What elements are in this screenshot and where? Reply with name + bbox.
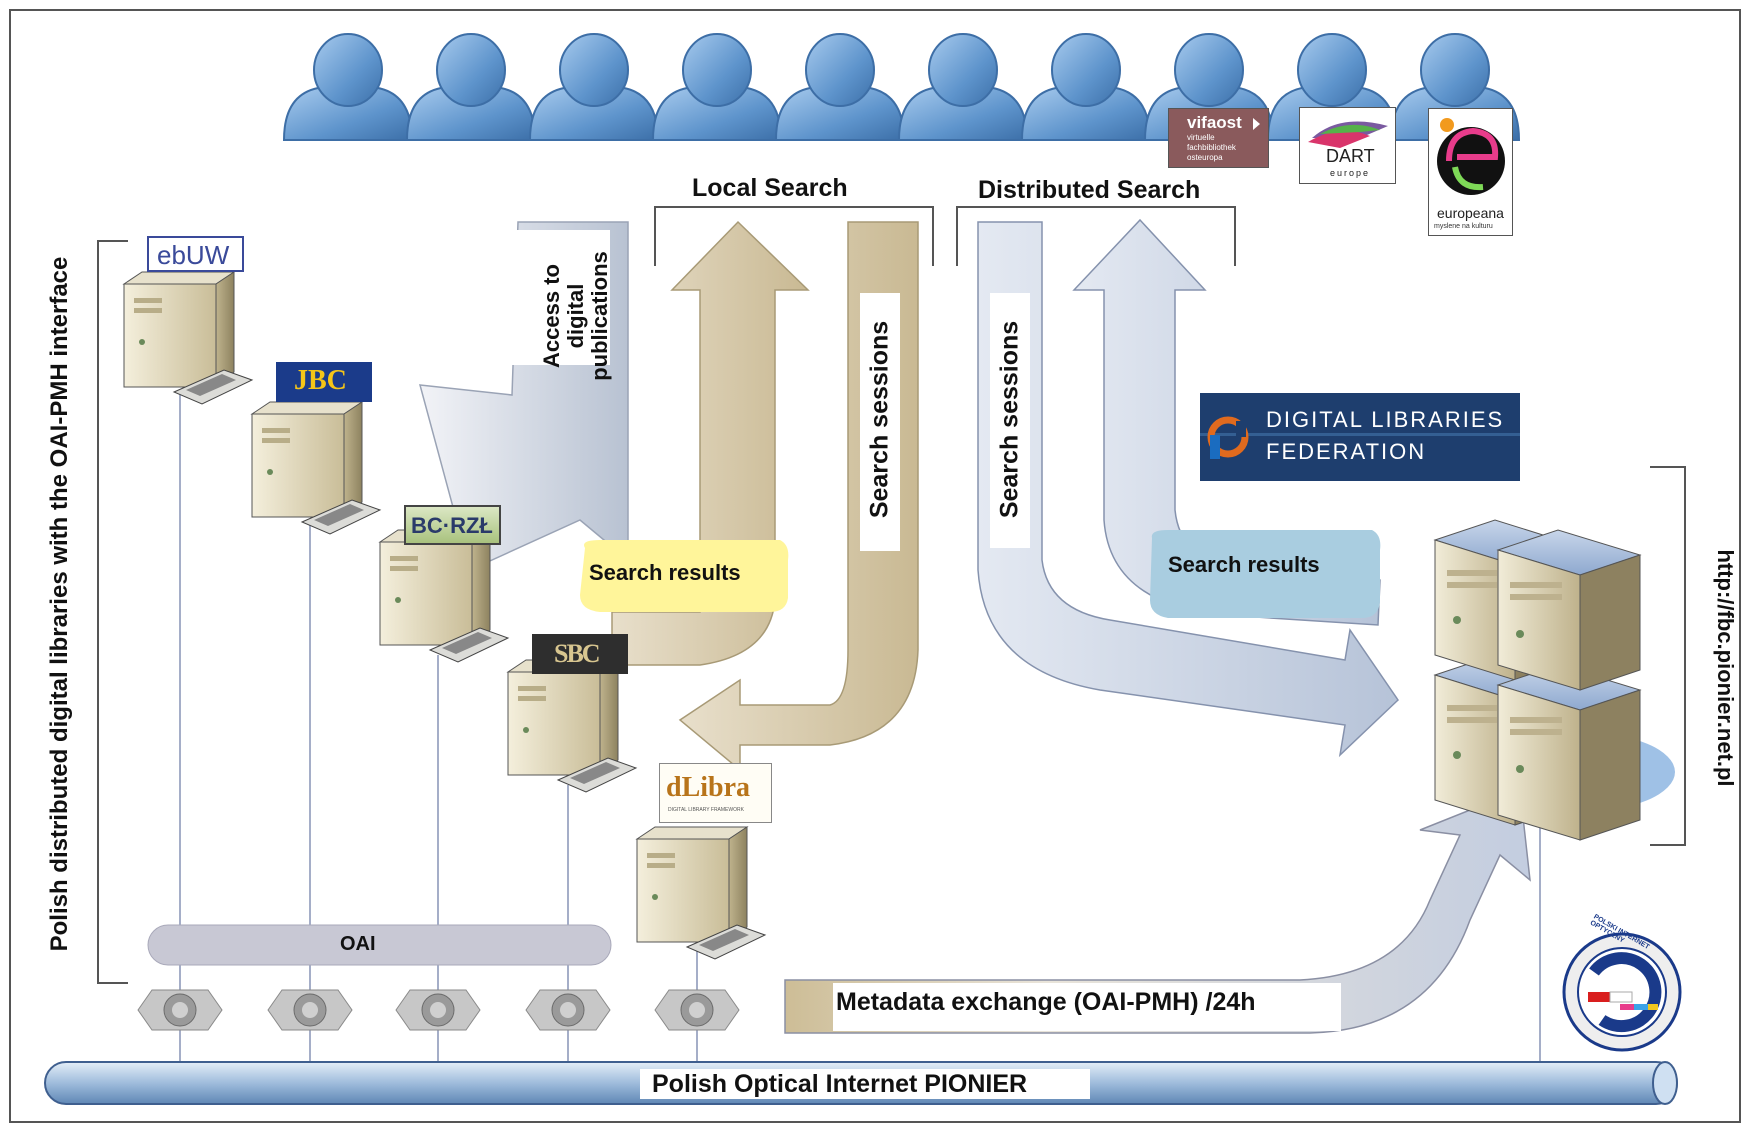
user-icon	[897, 33, 1029, 141]
dlf-line-1: DIGITAL LIBRARIES	[1266, 407, 1505, 432]
bcrzl-logo: BC·RZŁ	[404, 505, 501, 545]
router-icon	[267, 989, 353, 1031]
europeana-logo: europeana myslene na kulturu	[1428, 108, 1513, 236]
metadata-label-box	[833, 983, 1341, 1031]
dart-europe-logo: DART europe	[1299, 107, 1396, 184]
europeana-logo-subtitle: myslene na kulturu	[1434, 223, 1493, 230]
metadata-exchange-label: Metadata exchange (OAI-PMH) /24h	[836, 988, 1256, 1016]
dlf-line-2: FEDERATION	[1266, 439, 1427, 464]
ebuw-logo: ebUW	[147, 236, 244, 272]
server-icon	[122, 271, 254, 405]
access-line-3: publications	[587, 251, 612, 381]
sbc-logo-text: SBC	[554, 639, 601, 668]
ebuw-logo-text: ebUW	[157, 240, 230, 270]
jbc-logo-text: JBC	[294, 365, 347, 396]
vifaost-logo-text: vifaost	[1187, 113, 1242, 132]
router-icon	[395, 989, 481, 1031]
user-icon	[1020, 33, 1152, 141]
user-icon	[774, 33, 906, 141]
server-icon	[250, 401, 382, 535]
user-icon	[651, 33, 783, 141]
left-vertical-label: Polish distributed digital libraries wit…	[46, 256, 73, 952]
access-line-2: digital	[563, 283, 588, 349]
pionier-label: Polish Optical Internet PIONIER	[652, 1070, 1028, 1098]
server-icon	[378, 529, 510, 663]
access-label-box	[510, 230, 610, 365]
vifaost-logo: vifaost virtuelle fachbibliothek osteuro…	[1168, 108, 1269, 168]
user-icon	[405, 33, 537, 141]
distributed-search-label: Distributed Search	[978, 176, 1201, 204]
dlibra-logo-subtitle: DIGITAL LIBRARY FRAMEWORK	[668, 807, 744, 813]
vifaost-line-1: virtuelle	[1187, 133, 1215, 142]
router-icon	[137, 989, 223, 1031]
vifaost-line-3: osteuropa	[1187, 153, 1223, 162]
dlibra-logo: dLibra DIGITAL LIBRARY FRAMEWORK	[659, 763, 772, 823]
europeana-logo-text: europeana	[1437, 205, 1504, 221]
dlf-logo: DIGITAL LIBRARIES FEDERATION	[1200, 393, 1520, 481]
router-icon	[654, 989, 740, 1031]
user-icon	[528, 33, 660, 141]
search-sessions-right-label: Search sessions	[995, 320, 1024, 519]
jbc-logo: JBC	[276, 362, 372, 402]
oai-label: OAI	[340, 933, 376, 955]
access-line-1: Access to	[539, 264, 564, 368]
sbc-logo: SBC	[532, 634, 628, 674]
europeana-e-icon	[1437, 118, 1505, 195]
server-icon	[635, 826, 767, 960]
dart-logo-text: DART	[1326, 146, 1375, 166]
user-icon	[282, 33, 414, 141]
router-icon	[525, 989, 611, 1031]
server-icon	[506, 659, 638, 793]
dlibra-logo-text: dLibra	[666, 772, 751, 803]
right-vertical-label: http://fbc.pionier.net.pl	[1713, 549, 1738, 787]
dart-swoosh-icon	[1308, 121, 1388, 148]
search-sessions-left-label: Search sessions	[865, 320, 894, 519]
play-icon	[1253, 118, 1260, 130]
dart-logo-subtitle: europe	[1330, 168, 1371, 178]
access-label: Access to digital publications	[539, 236, 612, 396]
pionier-seal-logo: POLSKI INTERNET OPTYCZNY	[1564, 913, 1680, 1050]
diagram-frame	[9, 9, 1741, 1123]
search-sessions-right-box	[990, 293, 1030, 548]
vifaost-line-2: fachbibliothek	[1187, 143, 1236, 152]
pionier-label-box	[640, 1069, 1090, 1099]
search-results-right-label: Search results	[1168, 552, 1320, 577]
local-search-label: Local Search	[692, 174, 848, 202]
search-sessions-left-box	[860, 293, 900, 551]
bcrzl-logo-text: BC·RZŁ	[411, 513, 493, 538]
search-results-left-label: Search results	[589, 560, 741, 585]
